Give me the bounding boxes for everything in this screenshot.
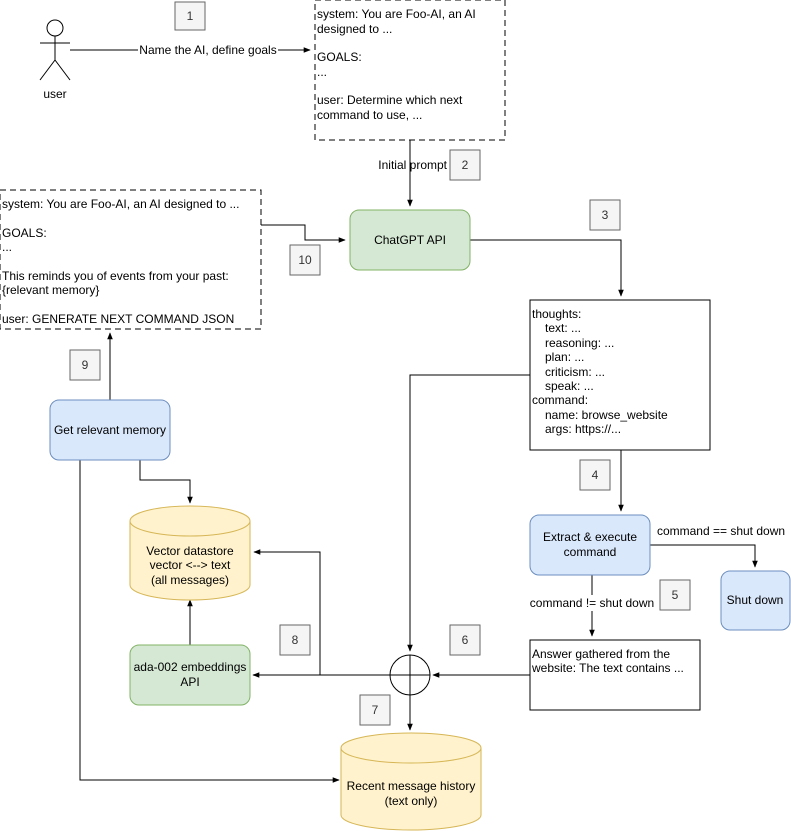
response-line: args: https://... [545, 422, 621, 436]
svg-text:9: 9 [82, 358, 89, 372]
step-badge-4: 4 [579, 459, 611, 491]
shut-down-node [720, 570, 791, 631]
loop-prompt-box [0, 189, 262, 330]
svg-text:2: 2 [462, 158, 469, 172]
svg-text:10: 10 [298, 253, 312, 267]
loop-prompt-line: user: GENERATE NEXT COMMAND JSON [2, 312, 234, 326]
edge-label-shut-down-eq: command == shut down [657, 524, 785, 538]
initial-prompt-line: ... [317, 65, 327, 79]
svg-text:5: 5 [672, 588, 679, 602]
edge-label-initial-prompt: Initial prompt [378, 158, 447, 172]
edge-label-bg [528, 595, 656, 611]
vector-datastore-label: Vector datastore [146, 544, 234, 558]
edge-response-to-hub [407, 374, 530, 652]
svg-text:6: 6 [462, 633, 469, 647]
edge-label-bg [138, 42, 278, 58]
edge-memory-to-recent-history [79, 460, 340, 783]
edge-memory-to-vector-store [139, 460, 193, 504]
merge-junction-icon [389, 654, 431, 696]
step-badge-3: 3 [589, 199, 621, 231]
edge-extract-to-shutdown [650, 544, 758, 568]
user-label: user [43, 87, 66, 101]
initial-prompt-line: system: You are Foo-AI, an AI [317, 7, 476, 21]
edge-hub-to-vector-store [253, 549, 321, 675]
edge-label-shut-down-neq: command != shut down [530, 596, 654, 610]
svg-text:4: 4 [592, 468, 599, 482]
svg-text:8: 8 [292, 633, 299, 647]
response-line: reasoning: ... [545, 336, 614, 350]
step-badge-9: 9 [69, 349, 101, 381]
loop-prompt-line: system: You are Foo-AI, an AI designed t… [2, 197, 239, 211]
step-badge-1: 1 [174, 1, 206, 31]
response-line: speak: ... [545, 379, 594, 393]
initial-prompt-line: designed to ... [317, 22, 392, 36]
step-badge-7: 7 [359, 694, 391, 726]
vector-datastore-label: vector <--> text [150, 558, 231, 572]
step-badge-2: 2 [449, 149, 481, 181]
extract-execute-node [529, 514, 651, 576]
chatgpt-api-node [349, 209, 471, 271]
extract-execute-label: command [564, 545, 617, 559]
response-line: plan: ... [545, 350, 584, 364]
response-line: name: browse_website [545, 408, 668, 422]
loop-prompt-line: This reminds you of events from your pas… [2, 269, 229, 283]
shut-down-label: Shut down [727, 593, 784, 607]
vector-datastore-label: (all messages) [151, 573, 229, 587]
recent-history-label: Recent message history [347, 779, 476, 793]
edge-chatgpt-to-response [470, 239, 624, 297]
svg-text:3: 3 [602, 208, 609, 222]
embeddings-api-node [129, 644, 251, 706]
initial-prompt-line: GOALS: [317, 50, 362, 64]
answer-line: Answer gathered from the [532, 647, 670, 661]
chatgpt-api-label: ChatGPT API [374, 233, 446, 247]
answer-box [529, 639, 701, 711]
svg-text:7: 7 [372, 703, 379, 717]
response-line: command: [532, 393, 588, 407]
response-line: text: ... [545, 321, 581, 335]
step-badge-5: 5 [659, 579, 691, 611]
response-line: thoughts: [532, 307, 581, 321]
response-box [529, 299, 711, 451]
response-line: criticism: ... [545, 365, 605, 379]
step-badge-6: 6 [449, 624, 481, 656]
edge-loop-prompt-to-chatgpt [261, 224, 346, 243]
loop-prompt-line: ... [2, 240, 12, 254]
vector-datastore-node [129, 505, 251, 601]
initial-prompt-line: user: Determine which next [317, 93, 463, 107]
embeddings-api-label: ada-002 embeddings [134, 660, 247, 674]
step-badge-8: 8 [279, 624, 311, 656]
loop-prompt-line: {relevant memory} [2, 283, 99, 297]
recent-history-node [340, 732, 482, 831]
get-memory-label: Get relevant memory [54, 423, 166, 437]
answer-line: website: The text contains ... [531, 661, 684, 675]
initial-prompt-line: command to use, ... [317, 108, 422, 122]
user-actor-icon [39, 19, 71, 81]
edge-label-name-goals: Name the AI, define goals [139, 43, 276, 57]
get-memory-node [49, 399, 171, 461]
recent-history-label: (text only) [385, 794, 438, 808]
embeddings-api-label: API [180, 675, 199, 689]
svg-text:1: 1 [187, 9, 194, 23]
step-badge-10: 10 [289, 244, 321, 276]
loop-prompt-line: GOALS: [2, 226, 47, 240]
initial-prompt-box [314, 0, 506, 141]
extract-execute-label: Extract & execute [543, 530, 637, 544]
